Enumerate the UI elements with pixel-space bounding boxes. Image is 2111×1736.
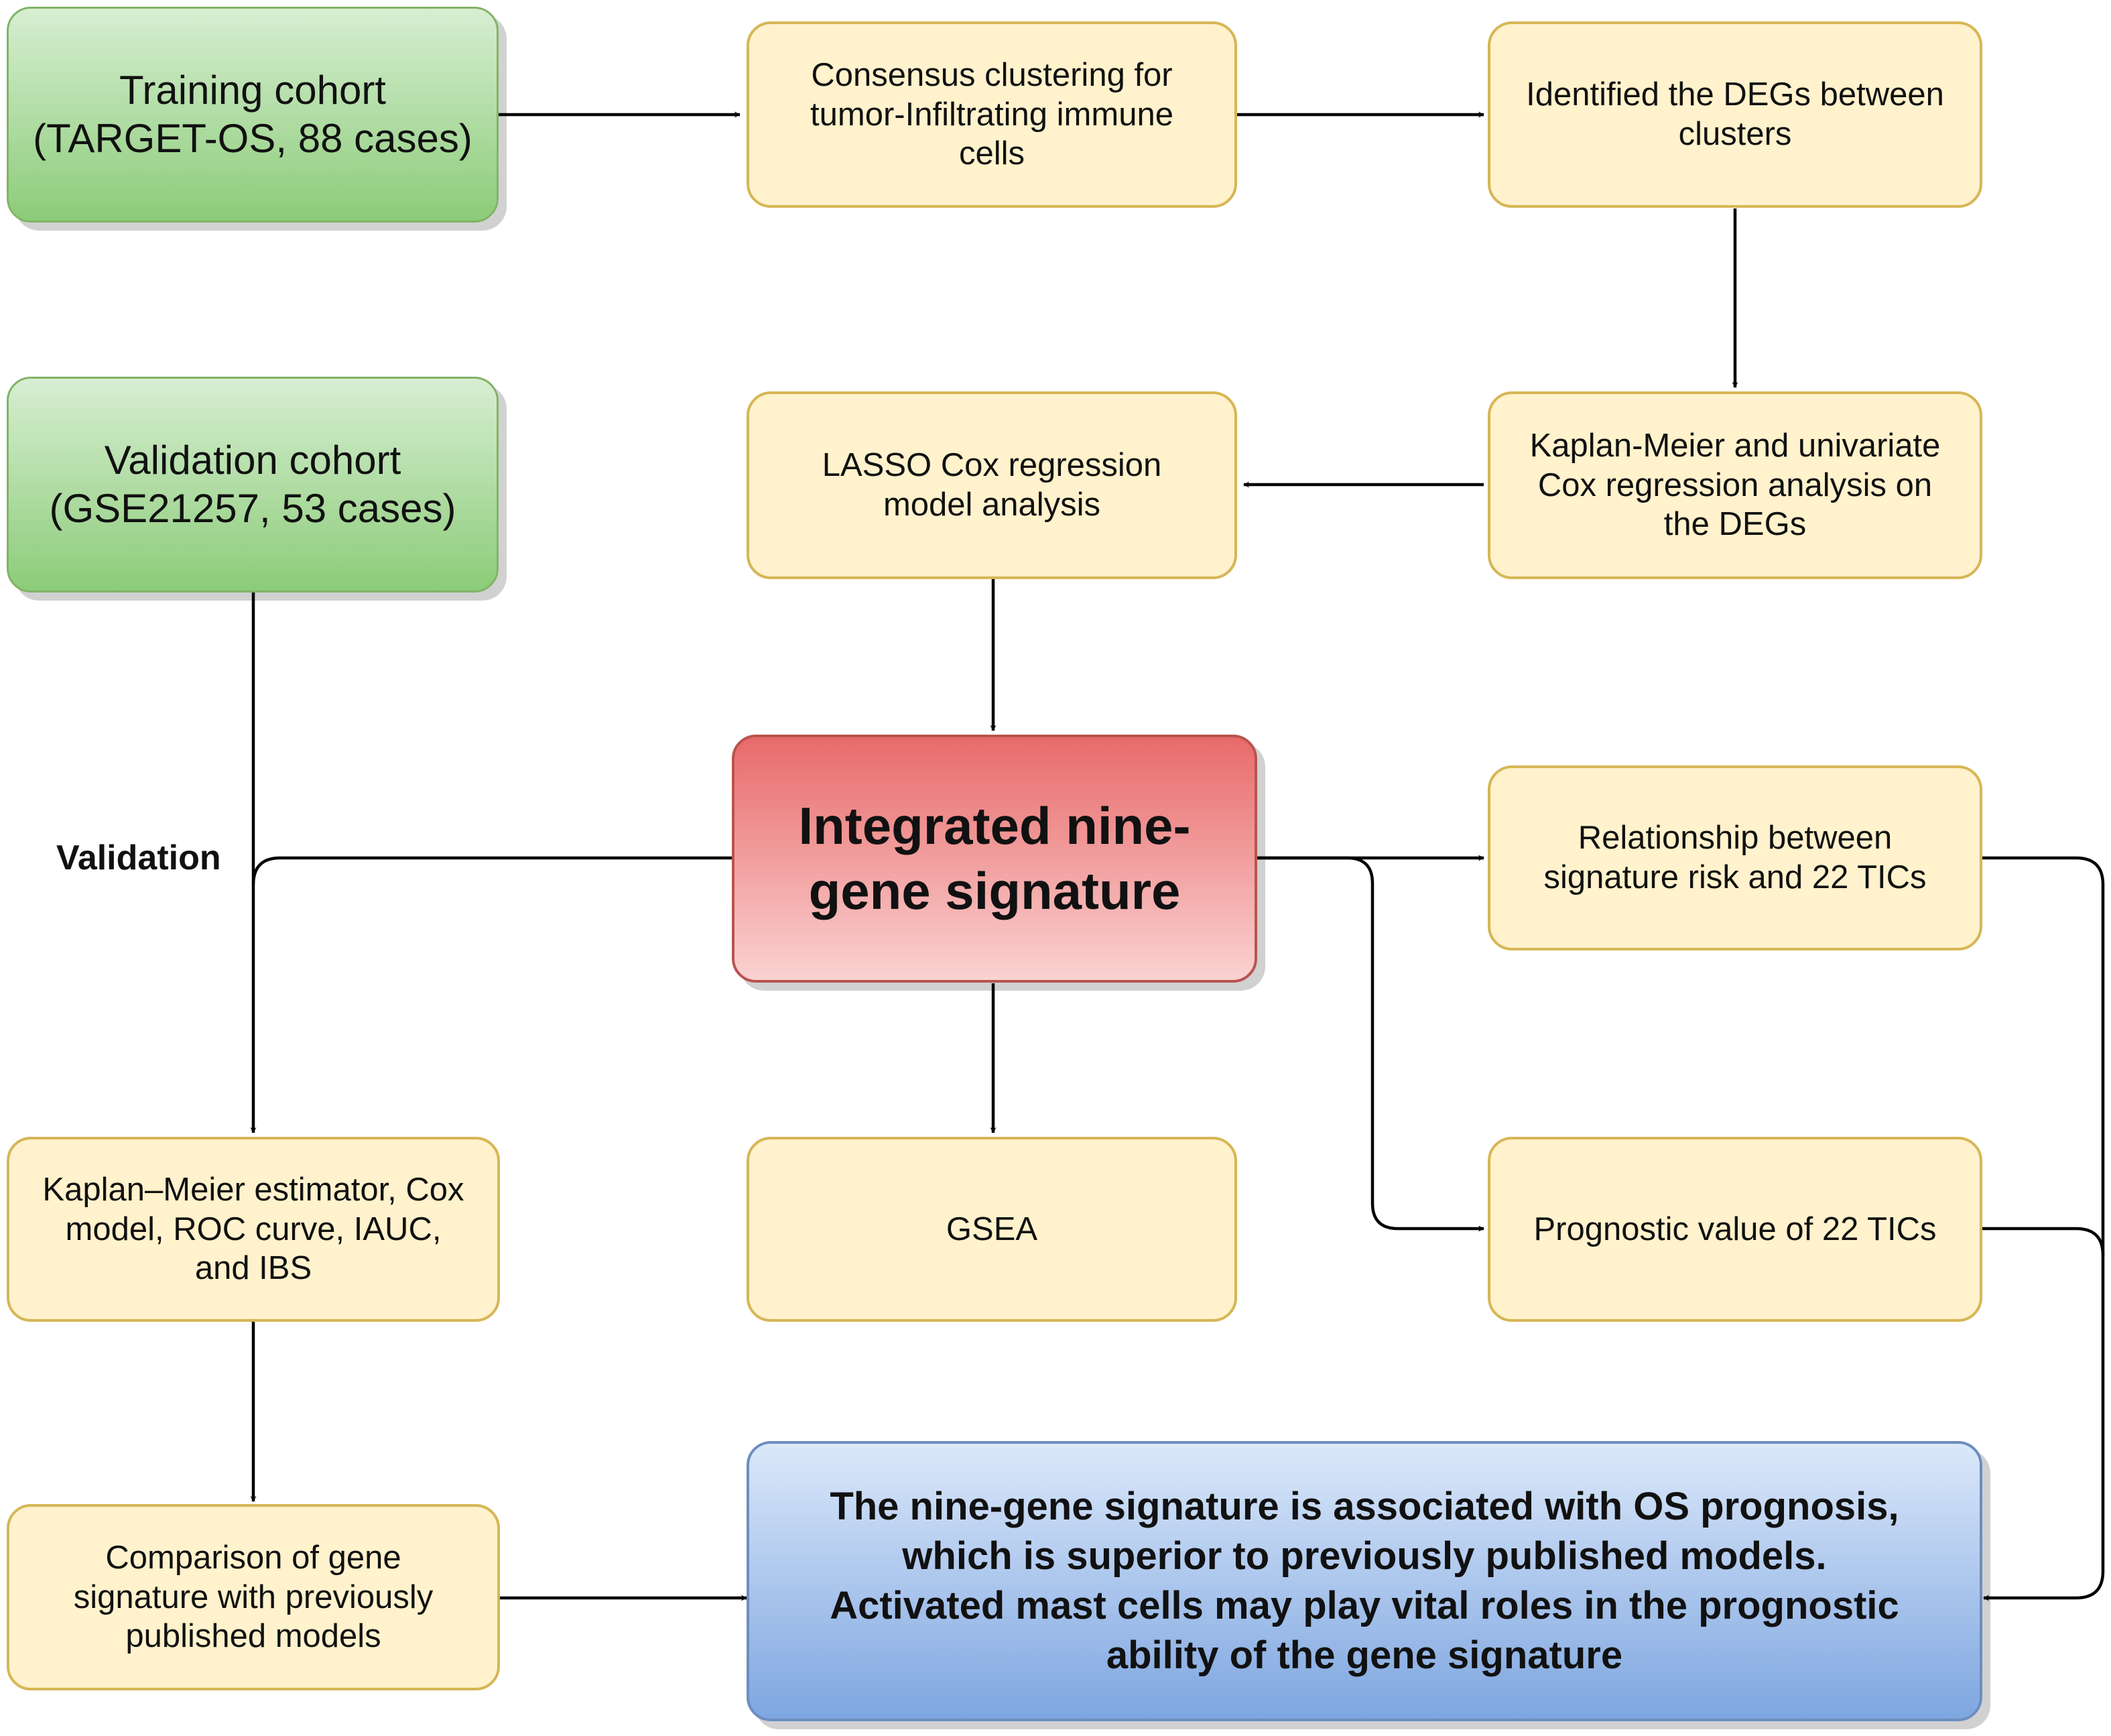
conclusion-label: The nine-gene signature is associated wi…: [830, 1484, 1899, 1678]
training-cohort-box: Training cohort (TARGET-OS, 88 cases): [7, 7, 499, 223]
consensus-clustering-label: Consensus clustering for tumor-Infiltrat…: [810, 56, 1173, 172]
gsea-label: GSEA: [946, 1211, 1038, 1247]
relationship-tics-box: Relationship between signature risk and …: [1488, 765, 1982, 950]
edge-relationship-to-conclusion: [1981, 856, 2105, 1601]
relationship-tics-label: Relationship between signature risk and …: [1543, 820, 1927, 895]
km-univariate-box: Kaplan-Meier and univariate Cox regressi…: [1488, 391, 1982, 579]
prognostic-tics-label: Prognostic value of 22 TICs: [1533, 1211, 1937, 1247]
comparison-box: Comparison of gene signature with previo…: [7, 1504, 500, 1690]
identified-degs-label: Identified the DEGs between clusters: [1526, 76, 1944, 152]
consensus-clustering-box: Consensus clustering for tumor-Infiltrat…: [747, 21, 1237, 208]
training-cohort-label: Training cohort (TARGET-OS, 88 cases): [33, 68, 472, 161]
edge-signature-to-km-estimator: [251, 856, 732, 885]
conclusion-box: The nine-gene signature is associated wi…: [747, 1441, 1982, 1721]
km-univariate-label: Kaplan-Meier and univariate Cox regressi…: [1529, 427, 1941, 543]
edge-signature-to-prognostic: [1257, 856, 1484, 1232]
lasso-cox-label: LASSO Cox regression model analysis: [822, 447, 1162, 523]
signature-label: Integrated nine- gene signature: [798, 796, 1191, 921]
km-estimator-label: Kaplan–Meier estimator, Cox model, ROC c…: [42, 1171, 464, 1287]
edge-prognostic-to-conclusion: [1981, 1227, 2105, 1256]
prognostic-tics-box: Prognostic value of 22 TICs: [1488, 1137, 1982, 1322]
km-estimator-box: Kaplan–Meier estimator, Cox model, ROC c…: [7, 1137, 500, 1322]
lasso-cox-box: LASSO Cox regression model analysis: [747, 391, 1237, 579]
validation-cohort-label: Validation cohort (GSE21257, 53 cases): [49, 438, 456, 531]
validation-edge-label: Validation: [56, 839, 221, 877]
comparison-label: Comparison of gene signature with previo…: [73, 1539, 434, 1655]
identified-degs-box: Identified the DEGs between clusters: [1488, 21, 1982, 208]
gsea-box: GSEA: [747, 1137, 1237, 1322]
signature-box: Integrated nine- gene signature: [732, 735, 1257, 983]
validation-cohort-box: Validation cohort (GSE21257, 53 cases): [7, 377, 499, 593]
